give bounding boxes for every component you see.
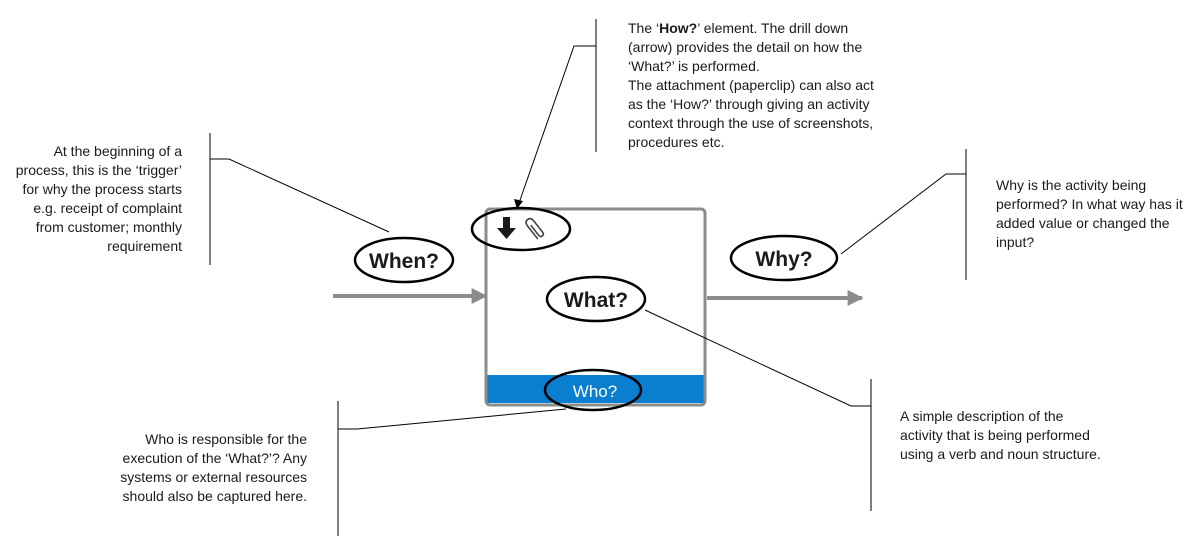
who-note-text: Who is responsible for the execution of … [120,431,307,504]
what-ellipse [545,275,647,323]
why-note-text: Why is the activity being performed? In … [996,177,1183,250]
when-ellipse [353,236,455,284]
who-note: Who is responsible for the execution of … [100,430,307,506]
paperclip-icon[interactable] [524,217,545,240]
why-ellipse [729,234,839,282]
what-note-text: A simple description of the activity tha… [900,408,1101,462]
why-label: Why? [755,248,812,271]
how-note-attachment: The attachment (paperclip) can also act … [628,77,874,150]
how-leader-arrowhead [514,199,523,209]
how-note-suffix: ’ element. The drill down (arrow) provid… [628,20,863,74]
how-note-prefix: The ‘ [628,20,660,36]
when-note-text: At the beginning of a process, this is t… [15,143,182,254]
what-label: What? [564,289,628,312]
what-leader-line [644,309,871,407]
who-label: Who? [573,382,617,401]
how-icons-ellipse [470,206,572,252]
who-ellipse [543,368,643,412]
how-leader-line [518,45,596,204]
how-note: The ‘How?’ element. The drill down (arro… [628,19,886,152]
what-note: A simple description of the activity tha… [900,407,1110,464]
when-leader-line [210,158,390,233]
when-label: When? [369,250,439,273]
how-note-text: The ‘How?’ element. The drill down (arro… [628,19,886,76]
when-note: At the beginning of a process, this is t… [4,142,182,256]
who-leader-line [338,408,567,430]
why-note: Why is the activity being performed? In … [996,176,1198,252]
who-bar [487,375,704,403]
why-leader-line [840,173,966,255]
how-note-bold: How? [659,20,698,36]
arrow-down-icon[interactable] [497,217,516,239]
